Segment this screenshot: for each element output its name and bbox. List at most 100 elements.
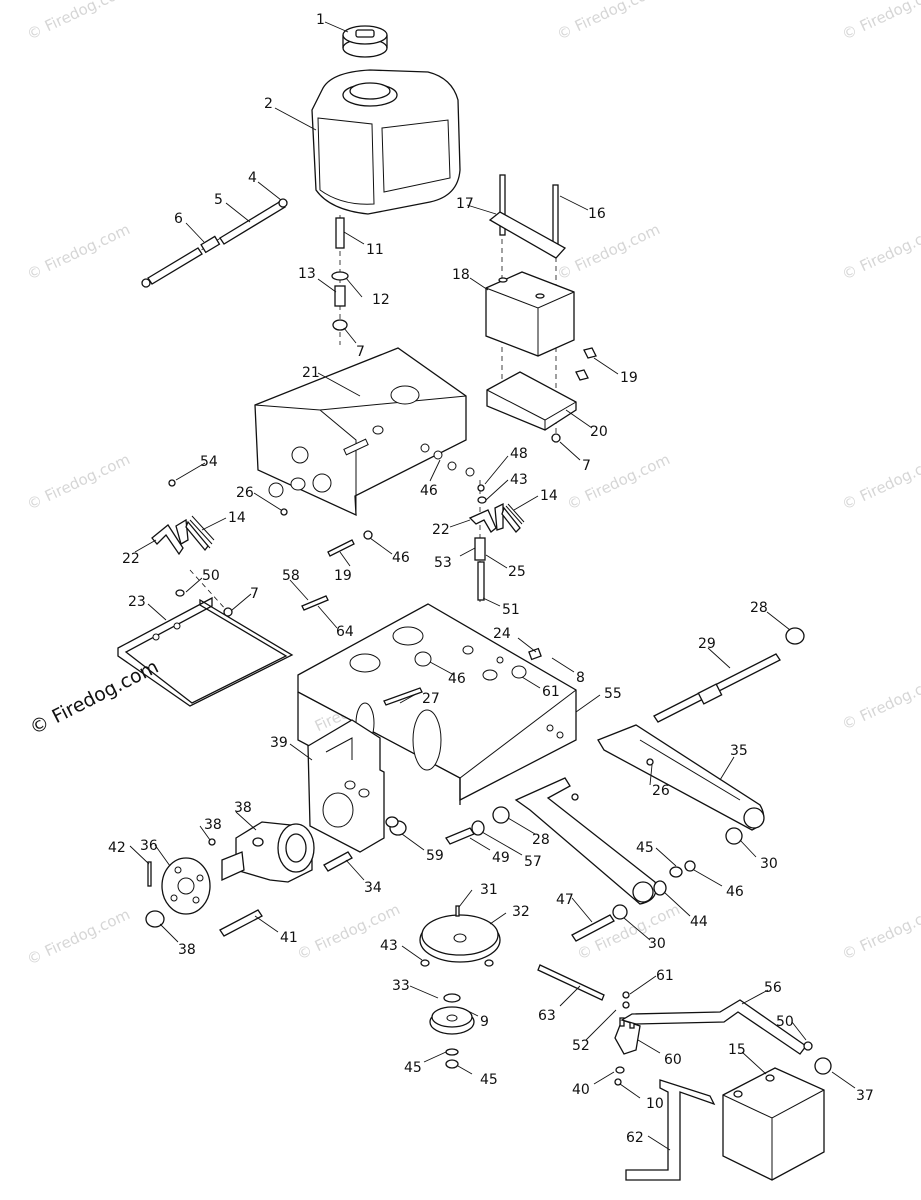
hydraulic-motor (208, 821, 315, 883)
watermark-text: © Firedog.com (554, 220, 663, 283)
callout-number: 46 (392, 550, 410, 566)
callout-number: 20 (590, 424, 608, 440)
fuel-cap (342, 25, 388, 58)
callout-number: 28 (532, 832, 550, 848)
callout-number: 5 (214, 192, 223, 208)
callout-number: 17 (456, 196, 474, 212)
callout-number: 44 (690, 914, 708, 930)
watermark-text: © Firedog.com (24, 905, 133, 968)
watermark-main: © Firedog.com (26, 656, 162, 740)
callout-number: 26 (652, 783, 670, 799)
rod-assembly (141, 198, 288, 288)
callout-number: 4 (248, 170, 257, 186)
watermark-text: © Firedog.com (839, 670, 921, 733)
callout-number: 2 (264, 96, 273, 112)
callout-number: 32 (512, 904, 530, 920)
callout-number: 19 (334, 568, 352, 584)
callout-number: 49 (492, 850, 510, 866)
watermark-text: © Firedog.com (294, 900, 403, 963)
callout-number: 15 (728, 1042, 746, 1058)
callout-number: 48 (510, 446, 528, 462)
callout-number: 30 (760, 856, 778, 872)
callout-number: 40 (572, 1082, 590, 1098)
callout-number: 53 (434, 555, 452, 571)
callout-number: 63 (538, 1008, 556, 1024)
lower-battery (722, 1057, 832, 1181)
frame-bolts (280, 508, 373, 557)
motor-bolts (219, 851, 353, 937)
callout-number: 58 (282, 568, 300, 584)
callout-number: 46 (448, 671, 466, 687)
watermark-text: © Firedog.com (24, 220, 133, 283)
motor-bracket (307, 719, 385, 853)
callout-number: 31 (480, 882, 498, 898)
idler-pulley (429, 993, 475, 1069)
arm-pivot-hardware (445, 806, 510, 845)
watermark-text: © Firedog.com (839, 900, 921, 963)
callout-number: 38 (204, 817, 222, 833)
callout-number: 29 (698, 636, 716, 652)
callout-number: 13 (298, 266, 316, 282)
callout-number: 51 (502, 602, 520, 618)
battery-tray (486, 347, 597, 443)
callout-number: 33 (392, 978, 410, 994)
callout-number: 22 (432, 522, 450, 538)
callout-number: 7 (582, 458, 591, 474)
left-linkage (151, 479, 215, 556)
callout-number: 38 (234, 800, 252, 816)
watermark-text: © Firedog.com (564, 450, 673, 513)
callout-number: 35 (730, 743, 748, 759)
tank-mount-hardware (331, 217, 349, 331)
callout-number: 22 (122, 551, 140, 567)
callout-number: 11 (366, 242, 384, 258)
callout-number: 6 (174, 211, 183, 227)
callout-number: 38 (178, 942, 196, 958)
callout-number: 1 (316, 12, 325, 28)
battery-hold-down (488, 174, 567, 259)
callout-number: 62 (626, 1130, 644, 1146)
callout-layer: 1245611131271617181920721484643542614142… (108, 12, 874, 1146)
callout-number: 18 (452, 267, 470, 283)
callout-number: 56 (764, 980, 782, 996)
callout-number: 45 (404, 1060, 422, 1076)
watermark-text: © Firedog.com (839, 0, 921, 44)
callout-number: 41 (280, 930, 298, 946)
callout-number: 9 (480, 1014, 489, 1030)
callout-number: 42 (108, 840, 126, 856)
callout-number: 25 (508, 564, 526, 580)
watermark-layer: © Firedog.com © Firedog.com © Firedog.co… (24, 0, 921, 969)
callout-number: 50 (776, 1014, 794, 1030)
callout-number: 64 (336, 624, 354, 640)
callout-number: 19 (620, 370, 638, 386)
callout-number: 14 (540, 488, 558, 504)
upper-arm (597, 724, 765, 831)
callout-number: 36 (140, 838, 158, 854)
right-linkage (468, 484, 525, 601)
fuel-tank (311, 69, 461, 215)
callout-number: 47 (556, 892, 574, 908)
callout-number: 46 (726, 884, 744, 900)
callout-number: 61 (542, 684, 560, 700)
watermark-text: © Firedog.com (839, 220, 921, 283)
callout-number: 24 (493, 626, 511, 642)
callout-number: 50 (202, 568, 220, 584)
bushing (385, 816, 407, 836)
upper-frame (254, 347, 475, 517)
callout-number: 7 (250, 586, 259, 602)
callout-number: 43 (380, 938, 398, 954)
watermark-text: © Firedog.com (554, 0, 663, 44)
callout-number: 28 (750, 600, 768, 616)
callout-number: 26 (236, 485, 254, 501)
callout-number: 10 (646, 1096, 664, 1112)
pin (301, 595, 329, 611)
callout-number: 43 (510, 472, 528, 488)
callout-number: 39 (270, 735, 288, 751)
callout-number: 61 (656, 968, 674, 984)
upper-battery (485, 271, 575, 357)
callout-number: 16 (588, 206, 606, 222)
callout-number: 45 (636, 840, 654, 856)
callout-number: 55 (604, 686, 622, 702)
watermark-text: © Firedog.com (839, 450, 921, 513)
leader-lines (129, 21, 856, 1151)
